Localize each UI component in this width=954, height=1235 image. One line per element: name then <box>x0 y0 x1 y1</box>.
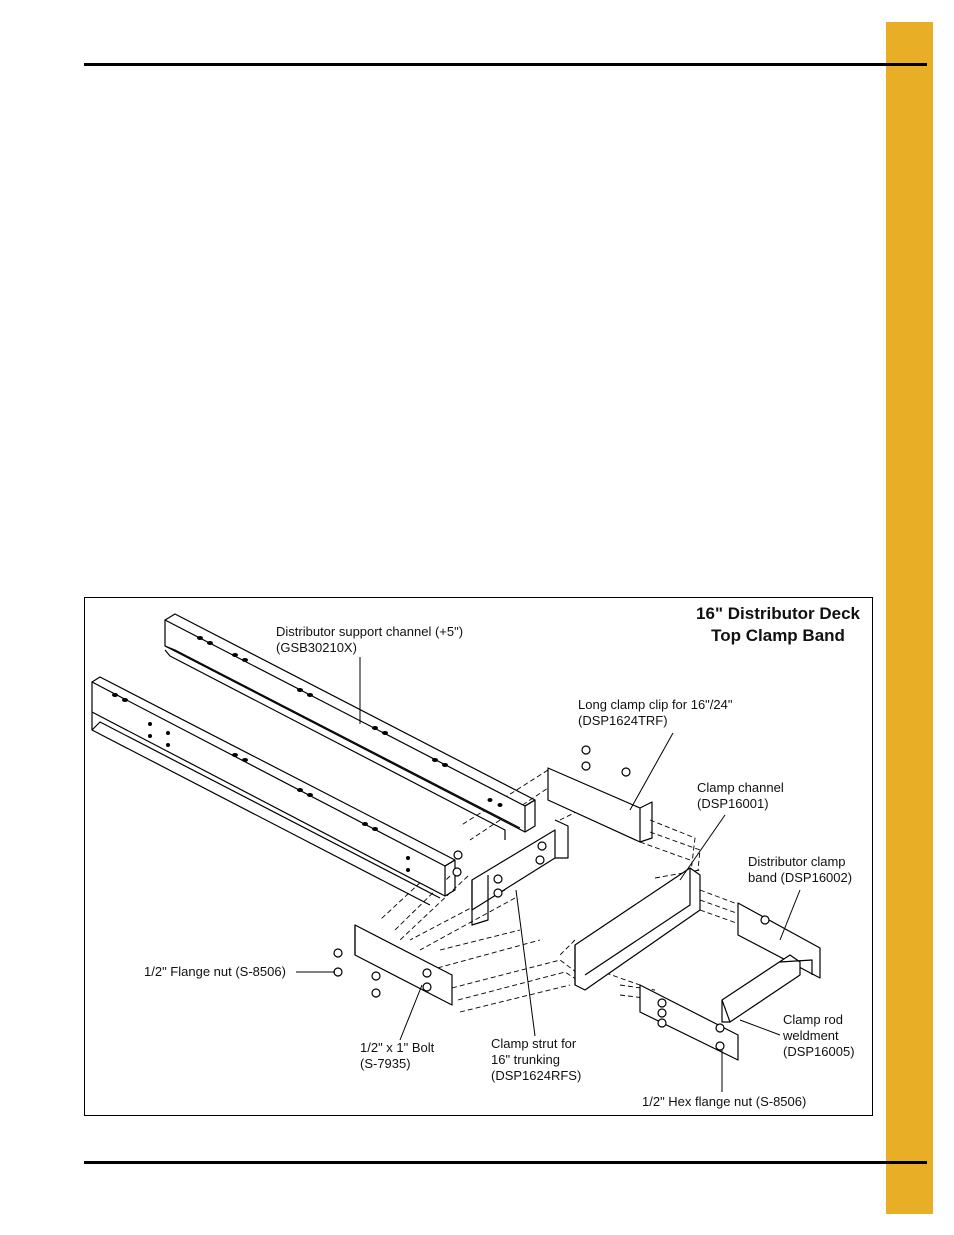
leader-lines <box>296 657 801 1092</box>
support-channel-holes <box>197 636 503 807</box>
label-clamp-channel: Clamp channel (DSP16001) <box>697 780 784 811</box>
label-clamp-band: Distributor clamp band (DSP16002) <box>748 854 853 885</box>
support-channel-lower <box>91 676 456 906</box>
fasteners <box>333 745 770 1051</box>
clamp-strut <box>471 819 569 926</box>
footer-rule <box>84 1161 927 1164</box>
label-clamp-strut: Clamp strut for 16" trunking (DSP1624RFS… <box>491 1036 582 1083</box>
label-hex-flange-nut: 1/2" Hex flange nut (S-8506) <box>642 1094 807 1109</box>
clamp-channel <box>574 867 701 991</box>
label-long-clamp-clip: Long clamp clip for 16"/24" (DSP1624TRF) <box>578 697 733 728</box>
long-clamp-clip <box>547 767 653 843</box>
label-bolt: 1/2" x 1" Bolt (S-7935) <box>360 1040 435 1071</box>
support-channel-upper <box>164 613 536 840</box>
lower-channel-holes <box>112 693 410 872</box>
header-rule <box>84 63 927 66</box>
label-clamp-rod: Clamp rod weldment (DSP16005) <box>783 1012 855 1059</box>
figure-title: 16" Distributor Deck Top Clamp Band <box>696 604 860 645</box>
label-flange-nut: 1/2" Flange nut (S-8506) <box>144 964 286 979</box>
label-support-channel: Distributor support channel (+5") (GSB30… <box>276 624 464 655</box>
section-side-tab <box>886 22 933 1214</box>
figure-frame: 16" Distributor Deck Top Clamp Band <box>84 597 873 1116</box>
